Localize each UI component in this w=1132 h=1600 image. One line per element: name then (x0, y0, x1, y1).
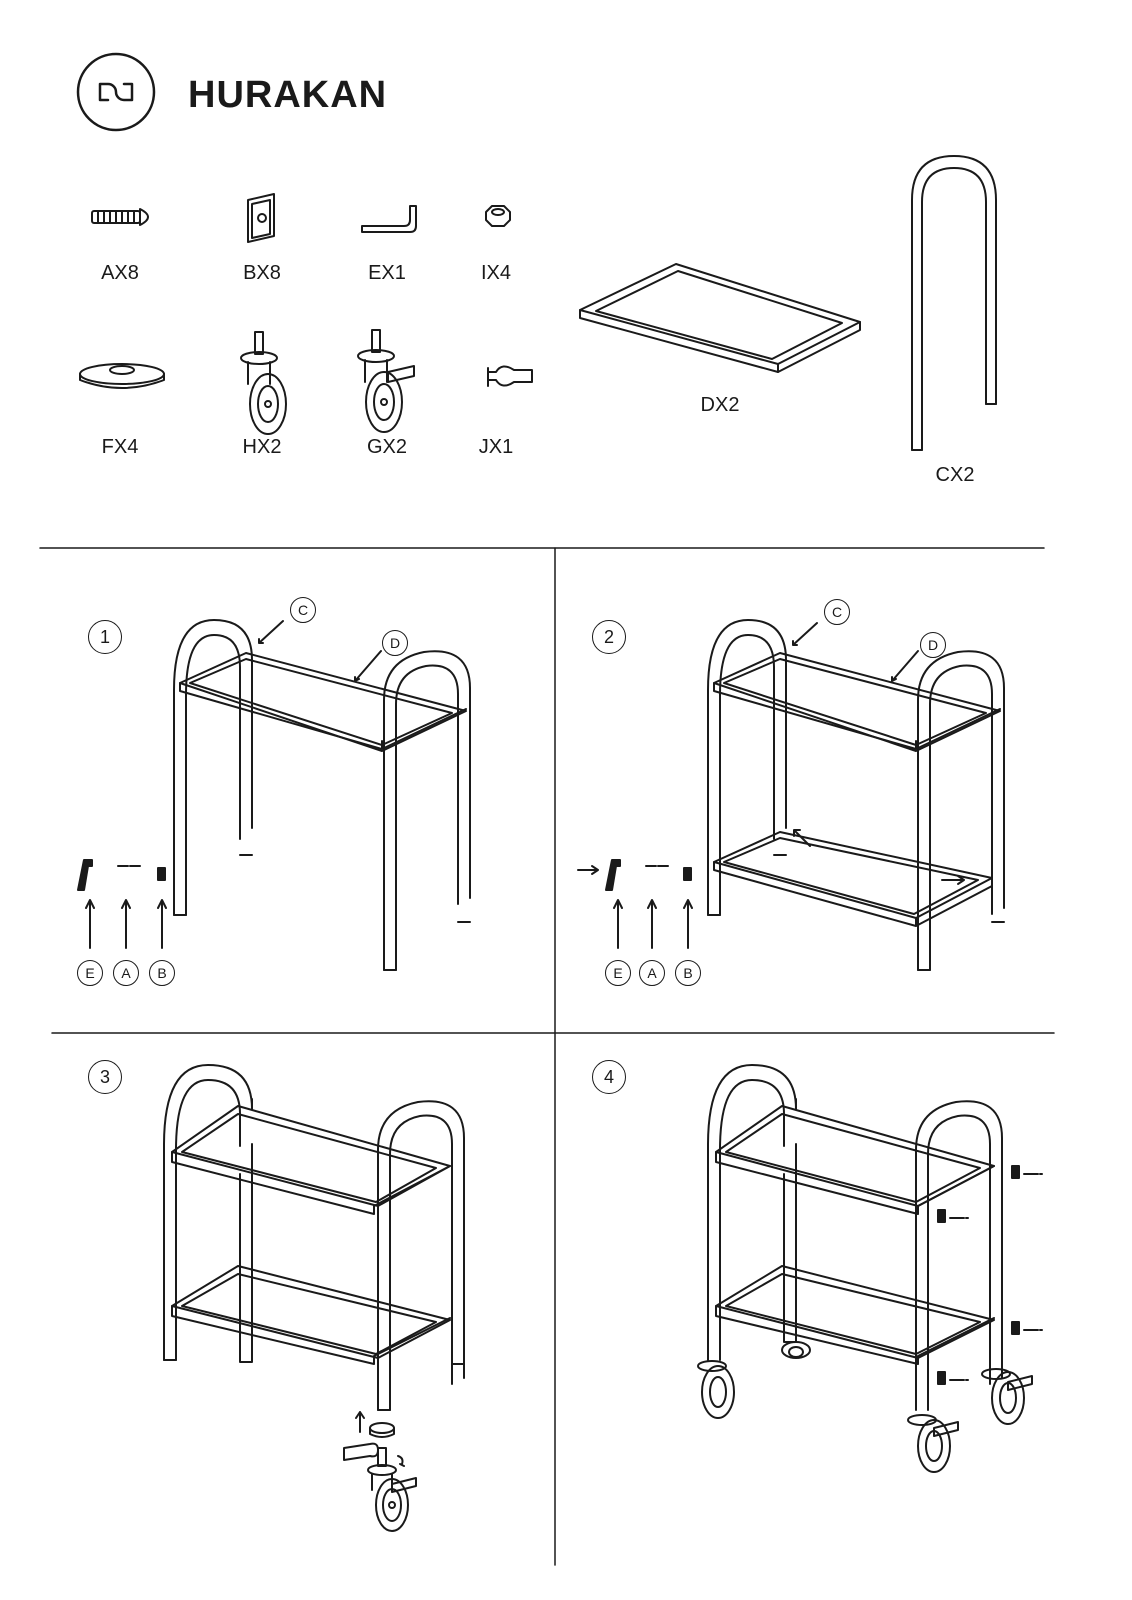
step2-tool-e: E (605, 960, 631, 986)
part-label-g: GX2 (366, 436, 408, 458)
step1-cart (173, 619, 471, 971)
step-number-1: 1 (88, 620, 122, 654)
foot-cap-icon (79, 363, 165, 389)
step2-cart (707, 619, 1005, 971)
step3-foot-assembly (343, 1411, 417, 1532)
part-label-a: AX8 (101, 262, 139, 284)
braked-caster-icon (357, 329, 415, 433)
hex-nut-icon (485, 205, 511, 227)
step1-hardware (77, 620, 382, 949)
part-label-c: CX2 (935, 464, 975, 486)
brand-name: HURAKAN (188, 74, 388, 116)
step2-tool-b: B (675, 960, 701, 986)
panel-grid (39, 547, 1055, 1566)
step1-tool-e: E (77, 960, 103, 986)
frame-tube-icon (911, 155, 997, 451)
part-label-j: JX1 (478, 436, 514, 458)
screw-icon (91, 208, 149, 226)
step3-cart (163, 1064, 465, 1411)
part-label-f: FX4 (101, 436, 139, 458)
step2-callout-d: D (920, 632, 946, 658)
step-number-4: 4 (592, 1060, 626, 1094)
hex-key-icon (361, 205, 417, 233)
step-number-3: 3 (88, 1060, 122, 1094)
part-label-e: EX1 (368, 262, 406, 284)
step1-tool-b: B (149, 960, 175, 986)
shelf-icon (579, 263, 861, 373)
part-label-b: BX8 (243, 262, 281, 284)
part-label-i: IX4 (480, 262, 512, 284)
step-number-2: 2 (592, 620, 626, 654)
step4-cart (707, 1064, 1003, 1411)
step1-tool-a: A (113, 960, 139, 986)
step2-hardware (577, 622, 965, 949)
step2-tool-a: A (639, 960, 665, 986)
caster-wheel-icon (240, 331, 287, 435)
step1-callout-d: D (382, 630, 408, 656)
step4-hardware (937, 1165, 1043, 1385)
part-label-h: HX2 (242, 436, 282, 458)
bracket-plate-icon (247, 193, 275, 243)
wrench-icon (487, 365, 533, 387)
part-label-d: DX2 (700, 394, 740, 416)
brand-logo-icon (76, 52, 156, 132)
step2-callout-c: C (824, 599, 850, 625)
step4-casters (697, 1341, 1033, 1473)
step1-callout-c: C (290, 597, 316, 623)
